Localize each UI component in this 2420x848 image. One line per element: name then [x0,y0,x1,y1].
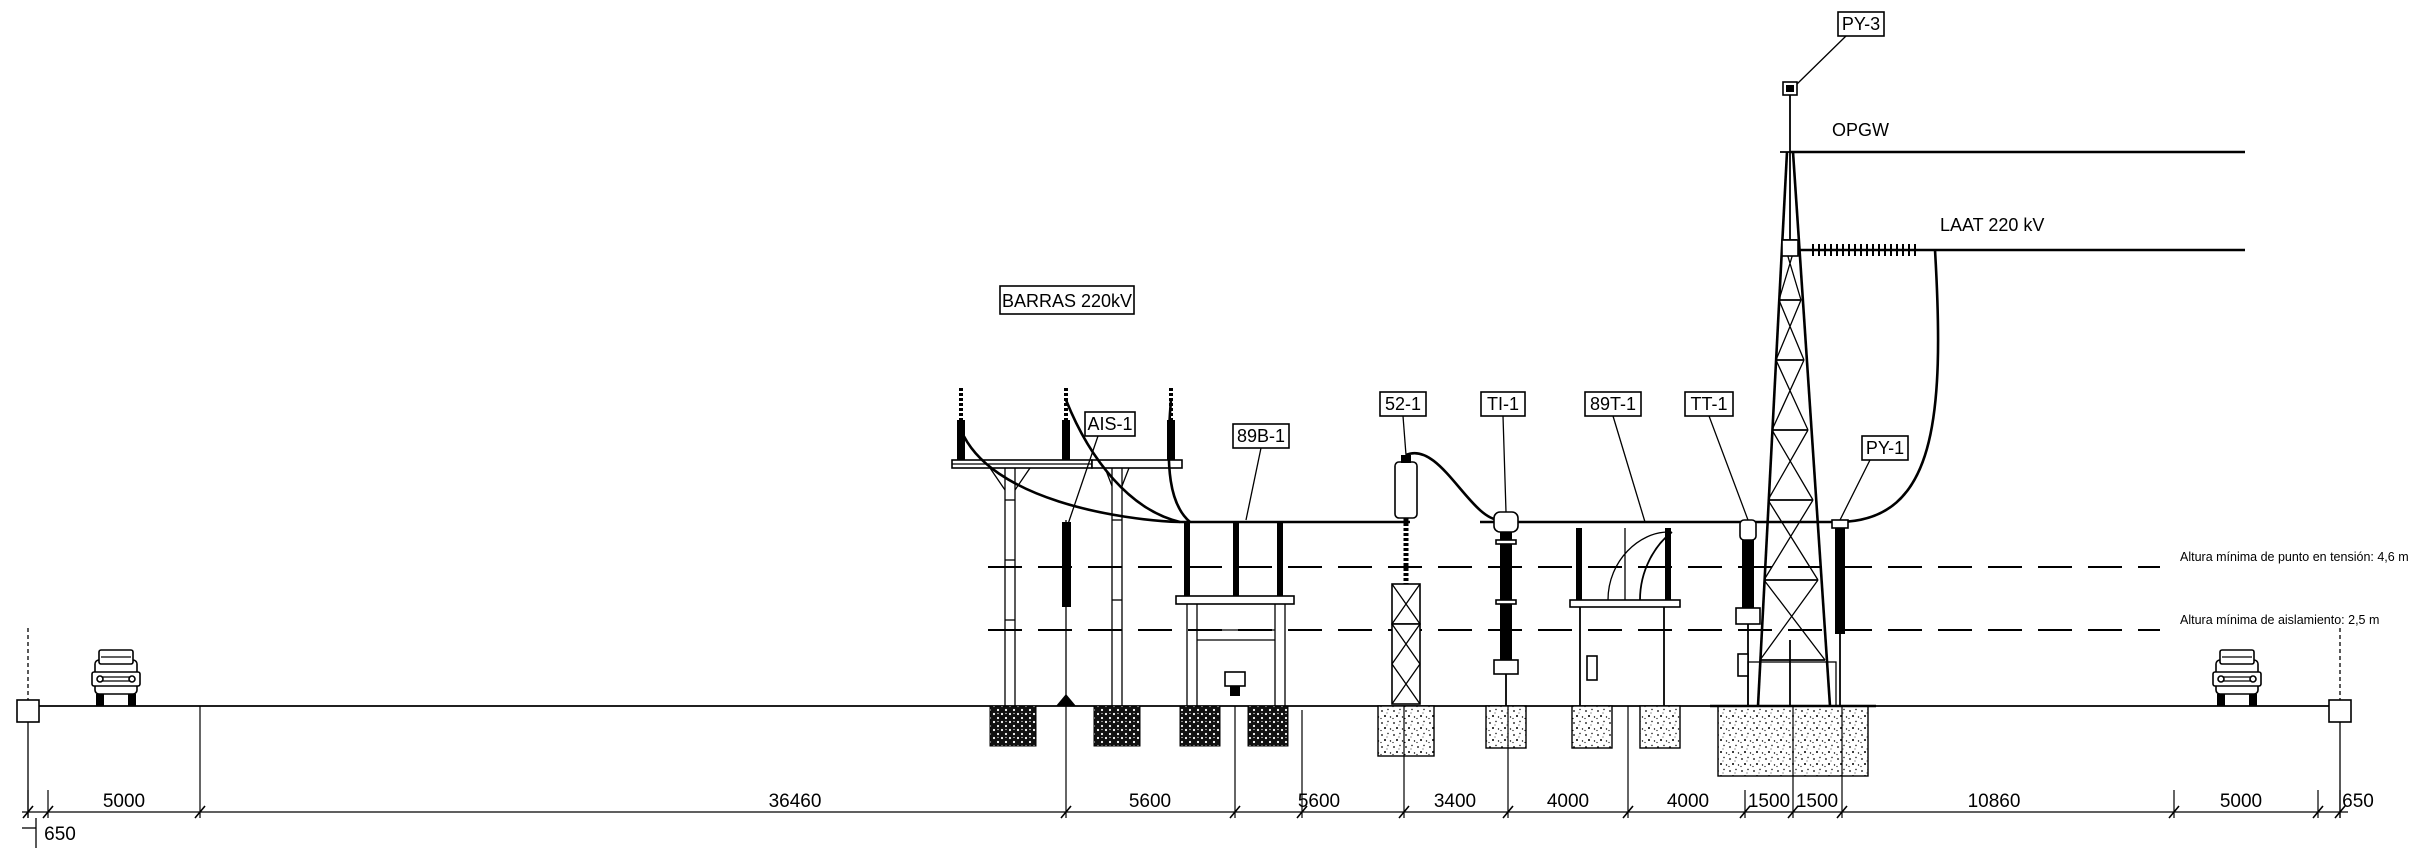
ais-1-post-insulator [1056,520,1076,706]
dim-label-2: 36460 [769,791,822,812]
dim-label-7: 4000 [1667,791,1709,812]
dim-label-11: 5000 [2220,791,2262,812]
svg-text:BARRAS 220kV: BARRAS 220kV [1002,291,1132,311]
label-tt-1: TT-1 [1684,391,1749,521]
dim-label-3: 5600 [1129,791,1171,812]
dim-label-left-offset: 650 [44,824,76,845]
label-laat: LAAT 220 kV [1940,215,2044,235]
label-py-3: PY-3 [1796,11,1885,85]
svg-text:TI-1: TI-1 [1487,394,1519,414]
foundations [989,704,1876,777]
dimension-labels: 5000 36460 5600 5600 3400 4000 4000 1500… [44,791,2374,845]
svg-text:TT-1: TT-1 [1690,394,1727,414]
busbar-conductors [959,399,1191,524]
foundation-52-1 [1377,705,1435,757]
vehicle-left [91,649,141,706]
label-52-1: 52-1 [1379,391,1427,456]
laat-downlead [1839,249,1940,524]
dim-label-4: 5600 [1298,791,1340,812]
foundation-89b-1-left [1179,705,1221,747]
breaker-52-1 [1391,451,1501,705]
svg-text:52-1: 52-1 [1385,394,1421,414]
svg-text:89T-1: 89T-1 [1590,394,1636,414]
dim-label-10: 10860 [1968,791,2021,812]
right-fence-post [2328,628,2352,818]
dimension-chain [22,811,2348,848]
svg-text:AIS-1: AIS-1 [1087,414,1132,434]
label-89b-1: 89B-1 [1232,423,1290,521]
label-opgw: OPGW [1832,120,1889,140]
svg-text:89B-1: 89B-1 [1237,426,1285,446]
transmission-tower [1747,81,1837,725]
label-barras: BARRAS 220kV [999,285,1135,315]
dim-label-12: 650 [2342,791,2374,812]
busbar-insulator-1 [957,388,965,460]
foundation-89t-1-right [1639,705,1681,749]
label-89t-1: 89T-1 [1584,391,1646,523]
surge-arrester-py-1 [1831,519,1849,706]
dim-label-8: 1500 [1748,791,1790,812]
label-ais-1: AIS-1 [1065,411,1136,531]
note-tension: Altura mínima de punto en tensión: 4,6 m [2180,550,2409,564]
dim-label-5: 3400 [1434,791,1476,812]
foundation-89b-1-right [1247,705,1289,747]
foundation-busbar-1 [989,705,1037,747]
svg-text:PY-1: PY-1 [1866,438,1904,458]
current-transformer-ti-1 [1493,511,1519,706]
disconnector-89b-1 [1175,522,1295,706]
disconnector-89t-1 [1569,528,1681,706]
dim-label-9: 1500 [1796,791,1838,812]
voltage-transformer-tt-1 [1735,519,1761,706]
dimension-ticks [22,706,2346,819]
left-fence-post [16,628,40,818]
note-aislamiento: Altura mínima de aislamiento: 2,5 m [2180,613,2379,627]
busbar-insulator-2 [1062,388,1070,460]
vehicle-right [2212,649,2262,706]
label-py-1: PY-1 [1839,435,1909,521]
foundation-89t-1-left [1571,705,1613,749]
svg-text:PY-3: PY-3 [1842,14,1880,34]
dim-label-6: 4000 [1547,791,1589,812]
busbar-support-structure [951,388,1183,706]
dim-label-1: 5000 [103,791,145,812]
foundation-busbar-2 [1093,705,1141,747]
label-ti-1: TI-1 [1480,391,1526,513]
foundation-ti-1 [1485,705,1527,749]
